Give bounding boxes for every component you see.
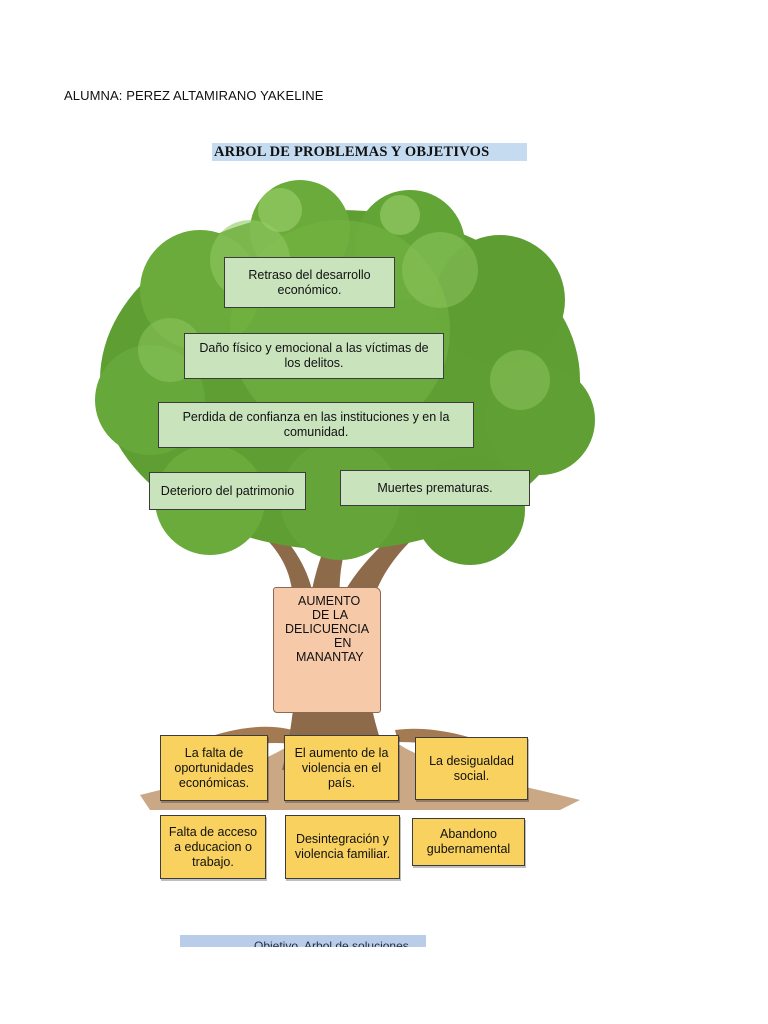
cause-box: La desigualdad social. (415, 737, 528, 800)
cause-box: La falta de oportunidades económicas. (160, 735, 268, 801)
next-section-title: Objetivo, Arbol de soluciones (254, 940, 409, 947)
effect-box: Muertes prematuras. (340, 470, 530, 506)
effect-box: Perdida de confianza en las institucione… (158, 402, 474, 448)
cause-box: Abandono gubernamental (412, 818, 525, 866)
central-problem-line: AUMENTO (298, 594, 361, 608)
title-highlight (212, 143, 527, 161)
central-problem-line: EN (334, 636, 352, 650)
effect-box: Daño físico y emocional a las víctimas d… (184, 333, 444, 379)
cause-box: El aumento de la violencia en el país. (284, 735, 399, 801)
cause-box: Falta de acceso a educacion o trabajo. (160, 815, 266, 879)
effect-box: Retraso del desarrollo económico. (224, 257, 395, 308)
next-title-highlight (180, 935, 426, 947)
central-problem-line: DELICUENCIA (285, 622, 370, 636)
central-problem-card: AUMENTO DE LA DELICUENCIA EN MANANTAY (273, 587, 381, 713)
effect-box: Deterioro del patrimonio (149, 472, 306, 510)
foliage (95, 180, 595, 565)
student-name: ALUMNA: PEREZ ALTAMIRANO YAKELINE (64, 88, 324, 103)
page-title: ARBOL DE PROBLEMAS Y OBJETIVOS (214, 144, 490, 160)
central-problem-line: MANANTAY (296, 650, 364, 664)
central-problem-line: DE LA (312, 608, 349, 622)
cause-box: Desintegración y violencia familiar. (285, 815, 400, 879)
